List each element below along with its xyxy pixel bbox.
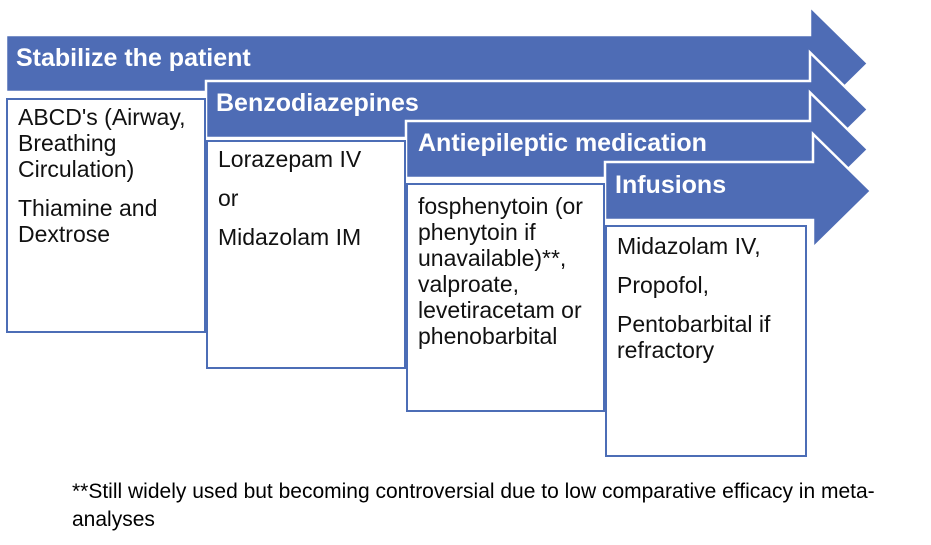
detail-text: fosphenytoin (or phenytoin if unavailabl…	[418, 193, 583, 349]
footnote: **Still widely used but becoming controv…	[72, 480, 875, 531]
detail-text: Thiamine and Dextrose	[18, 195, 158, 247]
detail-text: or	[218, 185, 239, 211]
arrow-label-stabilize: Stabilize the patient	[16, 44, 251, 72]
arrow-step-4	[603, 131, 873, 251]
arrow-label-infusions: Infusions	[615, 171, 727, 199]
arrow-label-benzodiazepines: Benzodiazepines	[216, 89, 419, 117]
detail-box-benzodiazepines: Lorazepam IV or Midazolam IM	[206, 140, 406, 369]
detail-box-stabilize: ABCD's (Airway, Breathing Circulation) T…	[6, 98, 206, 333]
detail-text: Midazolam IV,	[617, 233, 761, 259]
arrow-label-antiepileptic: Antiepileptic medication	[418, 129, 707, 157]
detail-box-infusions: Midazolam IV, Propofol, Pentobarbital if…	[605, 225, 807, 457]
detail-box-antiepileptic: fosphenytoin (or phenytoin if unavailabl…	[406, 183, 605, 412]
detail-text: Pentobarbital if refractory	[617, 311, 771, 363]
detail-text: Lorazepam IV	[218, 146, 362, 172]
detail-text: Midazolam IM	[218, 224, 362, 250]
detail-text: Propofol,	[617, 272, 710, 298]
detail-text: ABCD's (Airway, Breathing Circulation)	[18, 104, 186, 182]
